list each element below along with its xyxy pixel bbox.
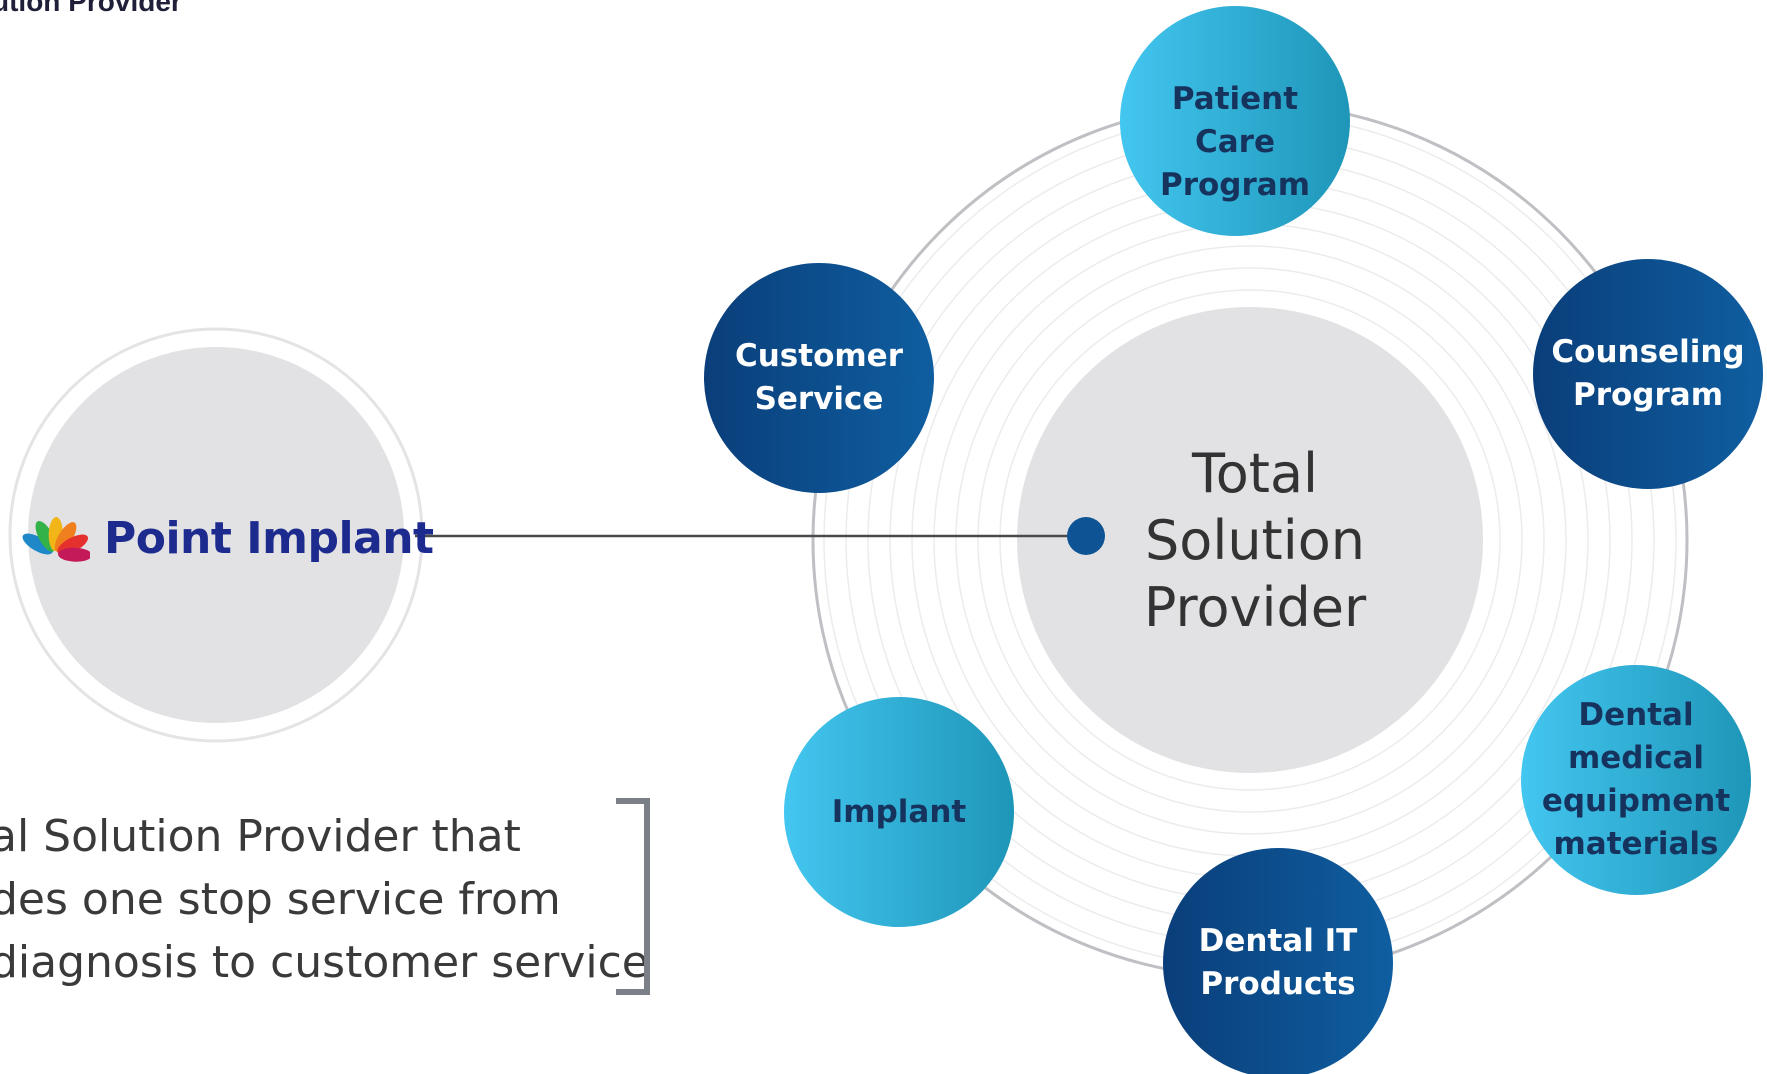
- node-label-patient-care-program: Patient Care Program: [1130, 78, 1340, 207]
- logo-petal: [54, 522, 77, 552]
- concentric-ring: [999, 289, 1501, 791]
- center-circle: [1017, 307, 1483, 773]
- node-dental-medical-equipment-materials: [1521, 665, 1751, 895]
- node-label-line: Dental IT: [1198, 923, 1358, 959]
- node-label-line: materials: [1553, 826, 1719, 862]
- company-logo: Point Implant: [20, 510, 440, 566]
- center-label: Total Solution Provider: [1105, 440, 1405, 641]
- tagline-line: diagnosis to customer service: [0, 937, 649, 988]
- tagline-line: al Solution Provider that: [0, 811, 521, 862]
- center-label-line: Total: [1191, 442, 1319, 505]
- concentric-ring: [977, 267, 1523, 813]
- company-circle: [28, 347, 404, 723]
- page-heading: ution Provider: [0, 0, 182, 17]
- node-dental-it-products: [1163, 848, 1393, 1074]
- node-label-line: Dental: [1578, 697, 1694, 733]
- node-label-dental-it-products: Dental IT Products: [1173, 920, 1383, 1006]
- node-label-line: Service: [754, 381, 884, 417]
- concentric-ring: [955, 245, 1545, 835]
- tagline-bracket: [616, 798, 650, 995]
- node-label-implant: Implant: [794, 791, 1004, 834]
- company-name: Point Implant: [104, 512, 434, 564]
- tagline: al Solution Provider that des one stop s…: [0, 805, 649, 994]
- node-label-line: Customer: [734, 338, 903, 374]
- node-label-line: Patient Care: [1171, 81, 1299, 160]
- node-customer-service: [704, 263, 934, 493]
- node-label-line: Counseling: [1551, 334, 1745, 370]
- tagline-line: des one stop service from: [0, 874, 561, 925]
- center-label-line: Provider: [1143, 576, 1367, 639]
- node-label-line: medical: [1567, 740, 1705, 776]
- node-implant: [784, 697, 1014, 927]
- logo-petal: [57, 547, 90, 562]
- connector-dot: [1067, 517, 1105, 555]
- node-counseling-program: [1533, 259, 1763, 489]
- node-label-line: Program: [1159, 167, 1310, 203]
- node-label-line: Products: [1200, 966, 1356, 1002]
- node-label-line: Implant: [831, 794, 967, 830]
- node-patient-care-program: [1120, 6, 1350, 236]
- node-label-line: Program: [1572, 377, 1723, 413]
- node-label-line: equipment: [1541, 783, 1731, 819]
- node-label-counseling-program: Counseling Program: [1543, 331, 1753, 417]
- logo-petal: [22, 533, 53, 555]
- node-label-customer-service: Customer Service: [714, 335, 924, 421]
- center-label-line: Solution: [1145, 509, 1365, 572]
- company-logo-icon: [22, 517, 90, 562]
- node-label-dental-medical-equipment-materials: Dental medical equipment materials: [1531, 694, 1741, 866]
